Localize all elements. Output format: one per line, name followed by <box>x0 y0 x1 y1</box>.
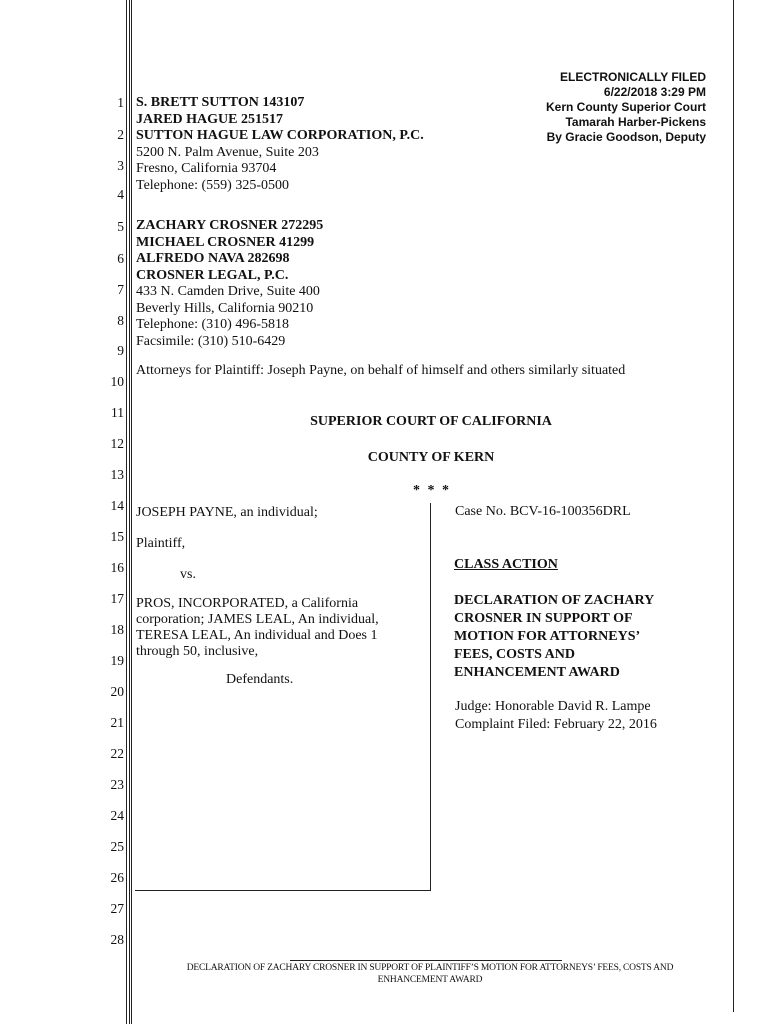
plaintiff-name: JOSEPH PAYNE, an individual; <box>136 505 318 520</box>
stamp-line: Tamarah Harber-Pickens <box>565 115 706 129</box>
document-title: DECLARATION OF ZACHARY CROSNER IN SUPPOR… <box>454 592 654 682</box>
attorney-block-sutton: S. BRETT SUTTON 143107 JARED HAGUE 25151… <box>136 95 424 194</box>
stamp-line: ELECTRONICALLY FILED <box>559 70 706 84</box>
firm-telephone: Telephone: (559) 325-0500 <box>136 177 289 193</box>
firm-name: CROSNER LEGAL, P.C. <box>136 267 289 283</box>
defendants-line: through 50, inclusive, <box>136 644 259 659</box>
line-number: 17 <box>110 591 125 606</box>
attorney-name: ZACHARY CROSNER 272295 <box>136 218 324 233</box>
line-number: 15 <box>110 529 125 544</box>
line-number: 9 <box>117 343 124 358</box>
attorney-block-crosner: ZACHARY CROSNER 272295 MICHAEL CROSNER 4… <box>136 218 323 350</box>
defendants-label: Defendants. <box>226 672 294 687</box>
line-number: 24 <box>110 808 125 823</box>
firm-city: Beverly Hills, California 90210 <box>136 300 314 316</box>
line-number: 6 <box>117 251 124 266</box>
title-line: ENHANCEMENT AWARD <box>454 665 620 680</box>
class-action-heading: CLASS ACTION <box>454 557 558 572</box>
line-number: 10 <box>110 374 125 389</box>
line-number: 22 <box>110 746 125 761</box>
defendants-line: PROS, INCORPORATED, a California <box>136 596 359 611</box>
line-number: 8 <box>117 313 124 328</box>
line-number: 5 <box>117 219 124 234</box>
line-number: 27 <box>110 901 125 916</box>
stamp-line: Kern County Superior Court <box>545 100 706 114</box>
line-number: 12 <box>110 436 125 451</box>
right-margin-rule <box>733 0 734 1012</box>
defendants-line: corporation; JAMES LEAL, An individual, <box>136 612 379 627</box>
line-number: 25 <box>110 839 125 854</box>
title-line: DECLARATION OF ZACHARY <box>454 593 655 608</box>
defendants-line: TERESA LEAL, An individual and Does 1 <box>136 628 378 643</box>
attorney-name: ALFREDO NAVA 282698 <box>136 251 290 266</box>
title-line: CROSNER IN SUPPORT OF <box>454 611 633 626</box>
line-number: 16 <box>110 560 125 575</box>
attorney-name: MICHAEL CROSNER 41299 <box>136 234 315 250</box>
complaint-filed-line: Complaint Filed: February 22, 2016 <box>455 717 657 732</box>
left-margin-rule-3 <box>131 0 132 1024</box>
title-line: MOTION FOR ATTORNEYS’ <box>454 629 641 644</box>
electronic-filing-stamp: ELECTRONICALLY FILED 6/22/2018 3:29 PM K… <box>546 70 706 145</box>
line-number: 7 <box>117 282 124 297</box>
line-number: 28 <box>110 932 125 947</box>
firm-name: SUTTON HAGUE LAW CORPORATION, P.C. <box>136 128 424 143</box>
page-footer: DECLARATION OF ZACHARY CROSNER IN SUPPOR… <box>140 962 720 986</box>
plaintiff-label: Plaintiff, <box>136 536 186 551</box>
line-number: 26 <box>110 870 125 885</box>
footer-rule <box>290 960 562 961</box>
caption-divider-vertical <box>430 503 431 891</box>
firm-address: 5200 N. Palm Avenue, Suite 203 <box>136 144 319 160</box>
line-number: 3 <box>117 158 124 173</box>
left-margin-rule-1 <box>126 0 127 1024</box>
line-number: 23 <box>110 777 125 792</box>
court-county: COUNTY OF KERN <box>367 450 495 465</box>
left-margin-rule-2 <box>129 0 130 1024</box>
firm-city: Fresno, California 93704 <box>136 161 277 176</box>
line-number: 2 <box>117 127 124 142</box>
line-number: 18 <box>110 622 125 637</box>
judge-line: Judge: Honorable David R. Lampe <box>455 699 651 714</box>
attorney-name: S. BRETT SUTTON 143107 <box>136 95 305 110</box>
line-number: 20 <box>110 684 125 699</box>
stamp-line: 6/22/2018 3:29 PM <box>603 85 706 99</box>
caption-divider-horizontal <box>135 890 431 891</box>
court-name: SUPERIOR COURT OF CALIFORNIA <box>310 414 552 429</box>
line-number: 21 <box>110 715 125 730</box>
line-number: 13 <box>110 467 125 482</box>
attorney-name: JARED HAGUE 251517 <box>136 111 284 127</box>
attorneys-for-line: Attorneys for Plaintiff: Joseph Payne, o… <box>136 363 626 378</box>
line-number: 19 <box>110 653 125 668</box>
stamp-line: By Gracie Goodson, Deputy <box>546 130 706 144</box>
case-number: Case No. BCV-16-100356DRL <box>455 504 631 519</box>
line-number: 11 <box>111 405 124 420</box>
firm-address: 433 N. Camden Drive, Suite 400 <box>136 284 320 299</box>
title-line: FEES, COSTS AND <box>454 647 575 662</box>
line-number: 4 <box>117 187 124 202</box>
line-number: 1 <box>117 95 124 110</box>
court-separator: * * * <box>413 483 449 498</box>
line-number: 14 <box>110 498 125 513</box>
versus-label: vs. <box>180 567 196 582</box>
firm-telephone: Telephone: (310) 496-5818 <box>136 317 289 332</box>
footer-line: DECLARATION OF ZACHARY CROSNER IN SUPPOR… <box>186 963 674 973</box>
firm-facsimile: Facsimile: (310) 510-6429 <box>136 333 286 349</box>
footer-line: ENHANCEMENT AWARD <box>377 975 483 985</box>
